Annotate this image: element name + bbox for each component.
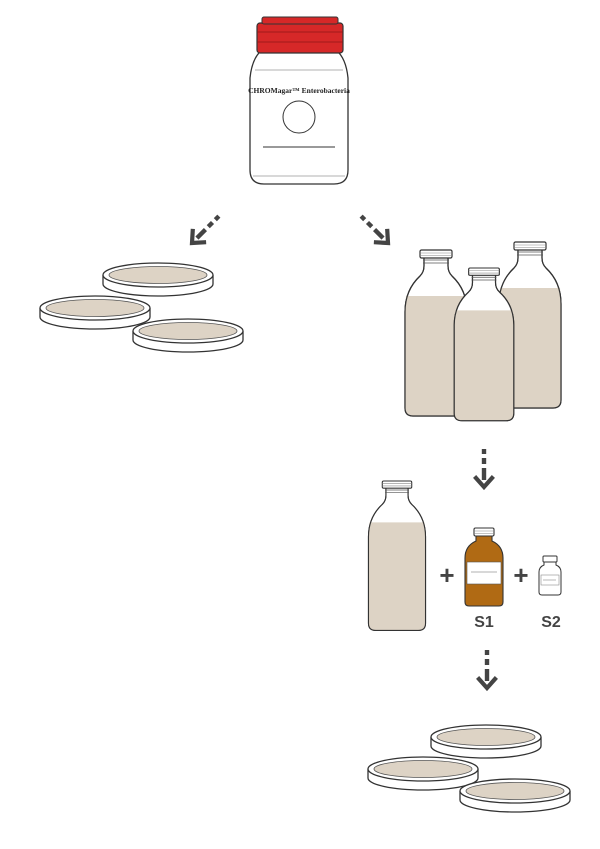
petri-dish: [39, 295, 151, 330]
arrow-to-mixing: [476, 449, 492, 487]
jar-label: CHROMagar™ Enterobacteria: [248, 86, 350, 95]
plus-sign: +: [439, 560, 454, 590]
arrow-to-plates: [186, 210, 224, 248]
ready-plates-group: [39, 262, 244, 353]
final-plates-group: [367, 724, 571, 813]
medium-bottle: [367, 480, 427, 631]
petri-dish: [132, 318, 244, 353]
petri-dish: [459, 778, 571, 813]
jar-cap: [256, 16, 344, 54]
arrow-to-bottles: [355, 210, 393, 248]
supplement-s2-vial: [538, 555, 562, 596]
supplement-s1-bottle: [464, 527, 504, 607]
plus-sign: +: [513, 560, 528, 590]
medium-bottles-group: [404, 241, 562, 422]
supplement-s1-label: S1: [474, 614, 494, 631]
jar-label-circle: [282, 100, 316, 134]
petri-dish: [430, 724, 542, 759]
arrow-to-final-plates: [479, 650, 495, 688]
mixing-step: + S1 + S2: [367, 480, 562, 631]
petri-dish: [367, 756, 479, 791]
supplement-s2-label: S2: [541, 614, 561, 631]
chromagar-jar: CHROMagar™ Enterobacteria: [248, 16, 350, 185]
petri-dish: [102, 262, 214, 297]
